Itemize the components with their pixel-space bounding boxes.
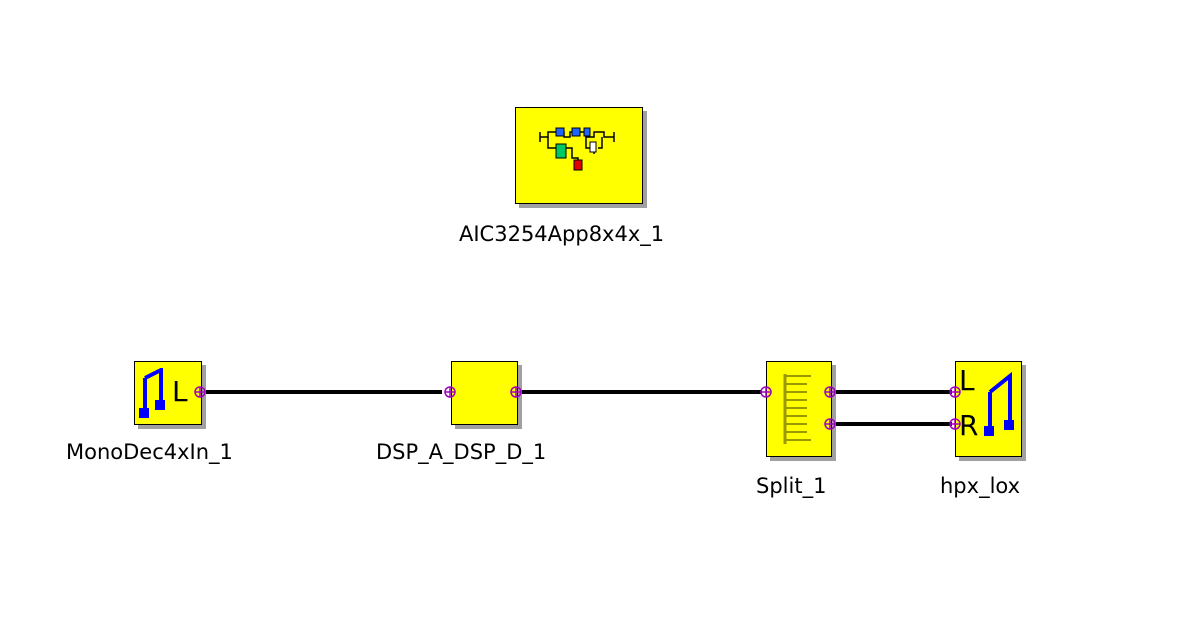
processing-flow-icon xyxy=(539,127,615,171)
output-block-label: hpx_lox xyxy=(940,474,1021,498)
dsp-out-port[interactable] xyxy=(510,386,522,398)
app-block-label: AIC3254App8x4x_1 xyxy=(459,222,665,246)
output-in-port-right[interactable] xyxy=(949,418,961,430)
mono-input-out-port[interactable] xyxy=(194,386,206,398)
output-block[interactable]: L R xyxy=(955,361,1022,457)
mono-input-block[interactable]: L xyxy=(134,361,202,425)
split-block-label: Split_1 xyxy=(756,474,827,498)
split-out-port-2[interactable] xyxy=(824,418,836,430)
dsp-block-label: DSP_A_DSP_D_1 xyxy=(376,440,547,464)
music-note-icon xyxy=(139,368,165,418)
split-in-port[interactable] xyxy=(760,386,772,398)
splitter-comb-icon xyxy=(783,374,811,444)
dsp-block[interactable] xyxy=(451,361,518,425)
output-port-letter-right: R xyxy=(959,409,979,442)
output-port-letter-left: L xyxy=(959,364,975,397)
split-out-port-1[interactable] xyxy=(824,386,836,398)
split-block[interactable] xyxy=(766,361,832,457)
dsp-in-port[interactable] xyxy=(444,386,456,398)
music-note-icon xyxy=(984,372,1014,436)
output-in-port-left[interactable] xyxy=(949,386,961,398)
mono-input-label: MonoDec4xIn_1 xyxy=(66,440,233,464)
app-block[interactable] xyxy=(515,107,643,204)
mono-input-port-letter: L xyxy=(172,375,188,408)
